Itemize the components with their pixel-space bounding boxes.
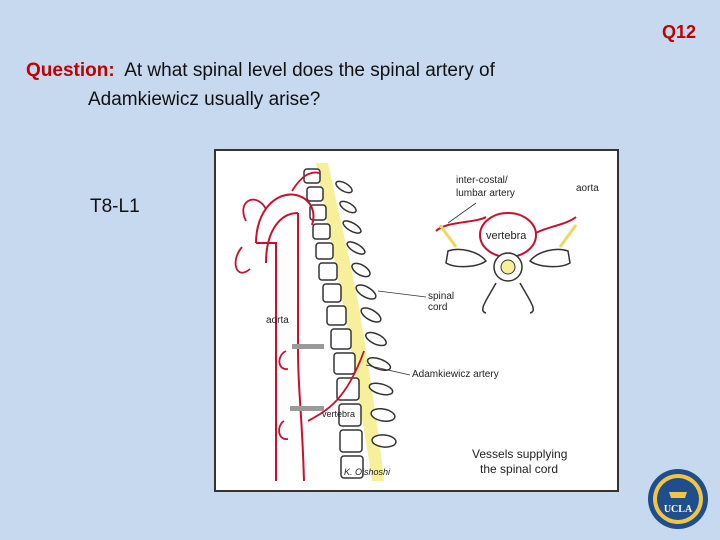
vertebral-bodies <box>303 168 364 479</box>
label-spinal-cord-2: cord <box>428 302 447 313</box>
spinal-cord-column <box>316 163 384 481</box>
intercostal-artery-upper <box>291 171 321 192</box>
label-adamkiewicz: Adamkiewicz artery <box>412 369 499 380</box>
question-line-1: At what spinal level does the spinal art… <box>124 60 495 81</box>
question-line-2: Adamkiewicz usually arise? <box>88 89 321 110</box>
clamp-upper <box>292 344 324 349</box>
aorta-branch <box>234 198 289 440</box>
label-spinal-cord-1: spinal <box>428 291 454 302</box>
label-vertebra-bottom: vertebra <box>322 409 355 419</box>
clamp-lower <box>290 406 324 411</box>
label-aorta-left: aorta <box>266 315 289 326</box>
label-vertebra-top: vertebra <box>486 230 527 242</box>
aorta-outline <box>255 193 315 482</box>
label-intercostal-2: lumbar artery <box>456 188 515 199</box>
label-intercostal-1: inter-costal/ <box>456 175 508 186</box>
ucla-seal-logo: UCLA <box>647 468 709 535</box>
spinal-cord-figure: inter-costal/ lumbar artery aorta verteb… <box>214 149 619 492</box>
ucla-seal-text: UCLA <box>664 504 693 515</box>
spinous-processes <box>335 180 397 448</box>
answer-text: T8-L1 <box>90 196 140 217</box>
question-label: Question: <box>26 60 115 81</box>
label-signature: K. Oishoshi <box>344 467 391 477</box>
label-aorta-right: aorta <box>576 183 599 194</box>
label-caption-2: the spinal cord <box>480 462 558 476</box>
question-text: Question: At what spinal level does the … <box>26 56 626 114</box>
leader-lines <box>365 202 477 376</box>
question-number: Q12 <box>661 22 696 42</box>
vertebra-cross-section <box>435 212 578 314</box>
adamkiewicz-artery-path <box>307 350 365 422</box>
label-caption-1: Vessels supplying <box>472 447 567 461</box>
anatomy-illustration: inter-costal/ lumbar artery aorta verteb… <box>234 163 599 482</box>
